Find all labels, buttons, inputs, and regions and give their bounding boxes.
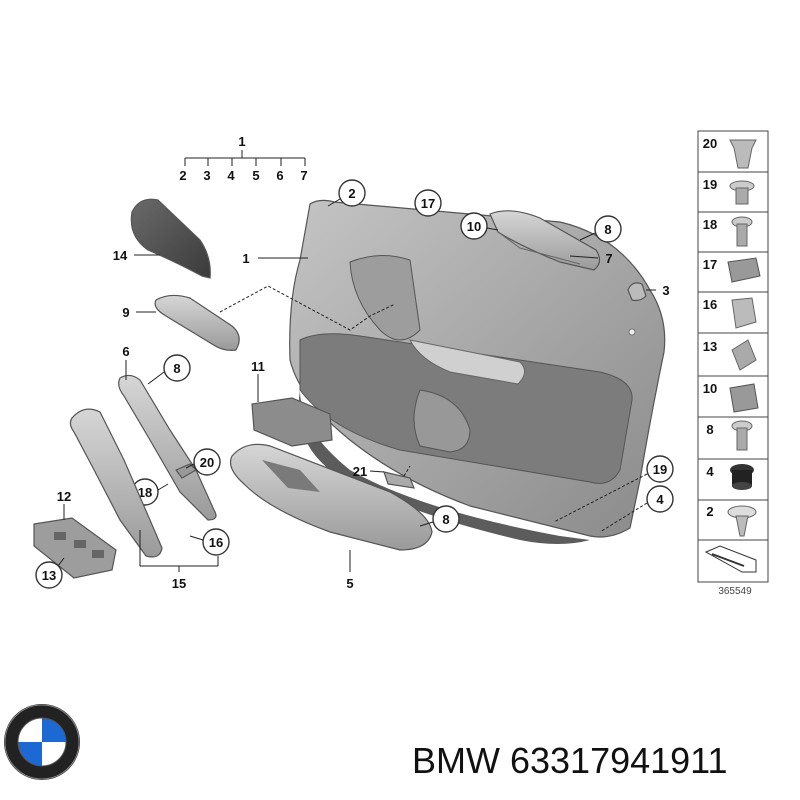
callout-18: 18 [138,485,152,500]
part-1-door-panel: 1 [242,199,666,544]
legend-label-2: 2 [706,504,713,519]
plastic-clip-icon [731,339,757,371]
legend-label-13: 13 [703,339,717,354]
callout-2: 2 [348,186,355,201]
spring-clip-icon [731,297,757,329]
callout-1-door: 1 [242,251,249,266]
callout-11: 11 [251,359,265,374]
callout-sub-3: 3 [203,168,210,183]
bmw-logo [4,704,80,780]
legend-label-20: 20 [703,136,717,151]
part-14-cover: 14 [113,198,211,279]
callout-6: 6 [122,344,129,359]
callout-1-top: 1 [238,134,245,149]
callout-8-mid: 8 [173,361,180,376]
callout-sub-4: 4 [227,168,235,183]
part-21-clip: 21 [353,464,415,489]
orientation-arrow-icon [704,545,757,573]
brand-name: BMW [412,740,500,781]
callout-8-arm: 8 [442,512,449,527]
clip-strip-icon [727,257,761,283]
fastener-legend: 20 19 18 17 16 13 10 8 4 2 [697,130,769,597]
callout-4: 4 [656,492,664,507]
callout-sub-6: 6 [276,168,283,183]
callout-3: 3 [662,283,669,298]
item-1-bracket: 1 2 3 4 5 6 7 [179,134,307,183]
item-15-bracket: 16 15 [139,528,230,591]
legend-label-10: 10 [703,381,717,396]
callout-14: 14 [113,248,128,263]
callout-10: 10 [467,219,481,234]
part-handle-bracket: 10 8 7 [460,210,622,271]
part-12-switch-panel: 12 13 [33,489,117,589]
callout-2-group: 2 [327,179,366,207]
part-6-trim-strip: 6 8 [118,344,217,521]
callout-sub-7: 7 [300,168,307,183]
callout-sub-2: 2 [179,168,186,183]
part-5-armrest: 5 8 [229,443,460,591]
part-3-clip: 3 [627,282,670,302]
callout-15: 15 [172,576,186,591]
callout-7: 7 [605,251,612,266]
callout-19-4-group: 19 4 [553,455,674,533]
callout-17: 17 [421,196,435,211]
nut-clip-icon [729,383,759,413]
legend-label-16: 16 [703,297,717,312]
callout-16: 16 [209,535,223,550]
legend-label-19: 19 [703,177,717,192]
legend-label-8: 8 [706,422,713,437]
callout-9: 9 [122,305,129,320]
legend-label-18: 18 [703,217,717,232]
callout-5: 5 [346,576,353,591]
callout-19: 19 [653,462,667,477]
part-11-switch-frame: 11 [251,359,333,447]
callout-12: 12 [57,489,71,504]
rubber-grommet-icon [730,464,754,490]
callout-sub-5: 5 [252,168,259,183]
callout-20: 20 [200,455,214,470]
part-9-handle: 9 [122,285,396,351]
push-clip-icon [729,139,757,169]
legend-label-17: 17 [703,257,717,272]
callout-8-top: 8 [604,222,611,237]
legend-ref-number: 365549 [718,586,752,597]
callout-17-group: 17 [414,189,442,217]
legend-label-4: 4 [706,464,714,479]
callout-21: 21 [353,464,367,479]
part-number: 63317941911 [509,740,728,781]
screw-icon [731,216,753,247]
callout-13: 13 [42,568,56,583]
rivet-icon [729,180,755,205]
part-grab-handle [69,408,163,558]
expansion-clip-icon [727,505,757,537]
bolt-icon [731,420,753,451]
